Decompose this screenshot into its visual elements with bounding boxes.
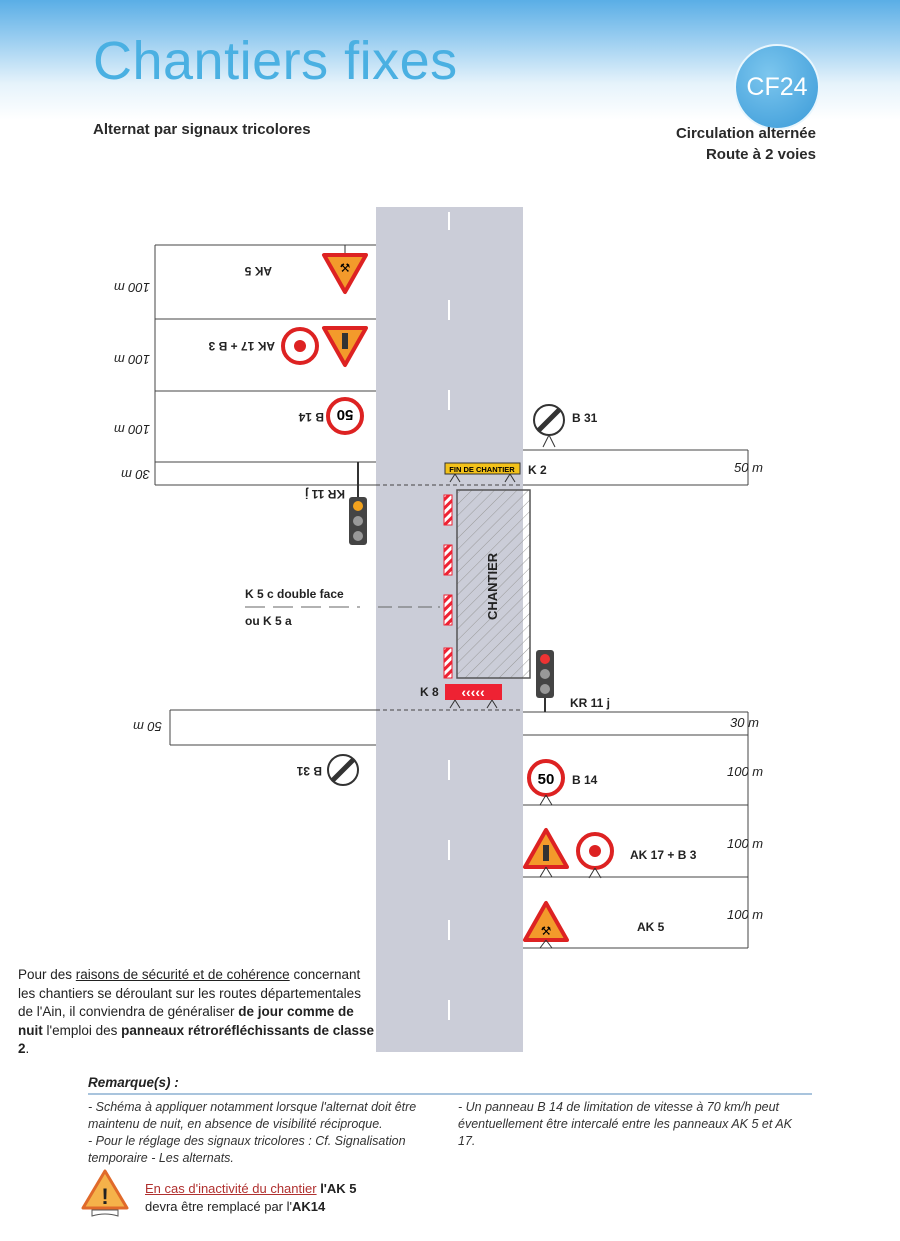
b3-left-sign [281,327,319,365]
svg-text:50: 50 [538,771,555,788]
label-kr11j-right: KR 11 j [570,696,610,710]
label-ak5-right: AK 5 [637,920,665,934]
chantier-zone [456,489,531,679]
dim-right-1: 50 m [734,460,763,475]
label-k5c: K 5 c double face [245,587,344,601]
label-b31-right: B 31 [572,411,598,425]
remarks-col-2: - Un panneau B 14 de limitation de vites… [458,1100,793,1148]
ak17-right-sign [523,828,569,878]
dim-right-4: 100 m [727,836,763,851]
svg-text:⚒: ⚒ [541,924,552,938]
kr11j-right-light [536,650,554,712]
b14-left-sign: 50 [326,397,364,435]
label-ak17b3-left: AK 17 + B 3 [208,339,275,353]
dim-left-5: 50 m [133,719,162,734]
svg-text:50: 50 [337,406,354,423]
dim-right-2: 30 m [730,715,759,730]
label-k2: K 2 [528,463,547,477]
remarks: Remarque(s) : - Schéma à appliquer notam… [88,1075,812,1167]
right-dimensions [523,449,749,949]
page-title: Chantiers fixes [93,31,458,91]
safety-note: Pour des raisons de sécurité et de cohér… [18,967,374,1056]
kr11j-left-light [349,462,367,545]
remarks-title: Remarque(s) : [88,1075,812,1095]
label-kr11j-left: KR 11 j [305,487,345,501]
k2-banner: FIN DE CHANTIER [444,462,521,483]
svg-text:⚒: ⚒ [340,261,351,275]
subtitle: Alternat par signaux tricolores [93,121,311,138]
k8-chevrons: ‹‹‹‹‹ [445,684,502,709]
svg-text:‹‹‹‹‹: ‹‹‹‹‹ [461,684,485,700]
ak5-left-sign: ⚒ [322,245,368,294]
ak17-left-sign [322,326,368,367]
code-badge: CF24 [734,44,820,130]
svg-text:FIN DE CHANTIER: FIN DE CHANTIER [449,465,515,474]
label-k8: K 8 [420,685,439,699]
label-b31-left: B 31 [296,764,322,778]
label-b14-right: B 14 [572,773,598,787]
label-k5a: ou K 5 a [245,614,292,628]
k5-cones [443,494,453,679]
b3-right-sign [576,832,614,879]
b14-right-sign: 50 [527,759,565,806]
left-dimensions [154,244,523,746]
dim-left-1: 100 m [114,280,150,295]
dim-right-3: 100 m [727,764,763,779]
warning-icon: ! [81,1169,129,1217]
remarks-col-1: - Schéma à appliquer notamment lorsque l… [88,1100,417,1165]
road-label: Route à 2 voies [705,146,816,163]
label-ak5-left: AK 5 [244,264,272,278]
b31-right-sign [533,404,565,448]
dim-right-5: 100 m [727,907,763,922]
ak5-right-sign: ⚒ [523,901,569,949]
label-b14-left: B 14 [298,410,324,424]
dim-left-3: 100 m [114,422,150,437]
svg-text:!: ! [101,1184,108,1209]
dim-left-2: 100 m [114,352,150,367]
dim-left-4: 30 m [121,467,150,482]
b31-left-sign [327,754,359,786]
label-ak17b3-right: AK 17 + B 3 [630,848,697,862]
chantier-label: CHANTIER [485,552,500,620]
circulation-label: Circulation alternée [675,125,816,142]
